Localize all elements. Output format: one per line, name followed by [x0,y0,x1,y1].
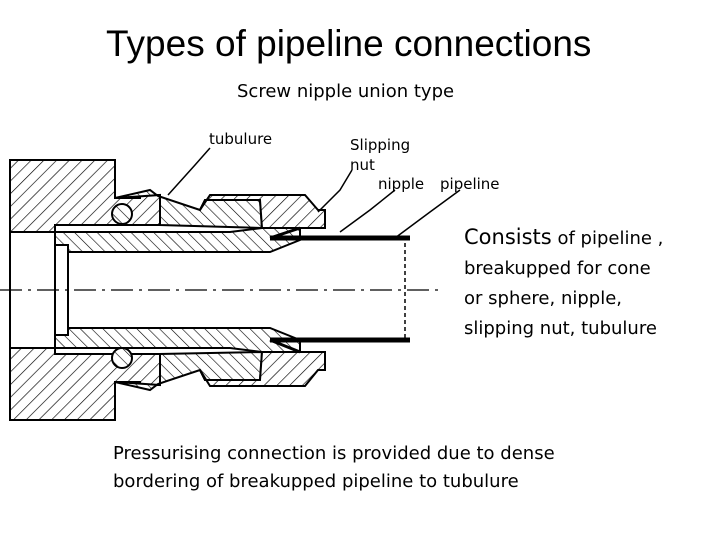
description-line-2: breakupped for cone [464,258,651,279]
description-line-4: slipping nut, tubulure [464,318,657,339]
label-tubulure: tubulure [209,130,273,148]
slipping-nut-top [199,194,326,229]
leader-slipping-nut [317,169,353,213]
label-slipping-nut-line1: Slipping [350,136,411,154]
note-block: Pressurising connection is provided due … [113,440,555,496]
leader-pipeline [394,189,461,239]
subtitle: Screw nipple union type [237,81,455,102]
description-line-1: Consists of pipeline , [464,222,663,254]
page-title: Types of pipeline connections [106,23,592,64]
pipeline-tube [269,226,410,354]
seal-ring-bottom [111,347,133,369]
leader-tubulure [167,147,211,196]
note-line-1: Pressurising connection is provided due … [113,443,555,464]
seal-ring-top [111,203,133,225]
note-line-2: bordering of breakupped pipeline to tubu… [113,471,519,492]
label-pipeline: pipeline [440,175,500,193]
nipple-top [54,227,301,253]
label-nipple: nipple [378,175,425,193]
description-block: Consists of pipeline , breakupped for co… [464,222,663,344]
label-slipping-nut-line2: nut [350,156,375,174]
description-lead: Consists [464,225,552,249]
description-line-1-text: of pipeline , [551,228,664,249]
slipping-nut-bottom [199,351,326,387]
leader-nipple [339,189,396,233]
nipple-bottom [54,327,301,353]
description-line-3: or sphere, nipple, [464,288,623,309]
